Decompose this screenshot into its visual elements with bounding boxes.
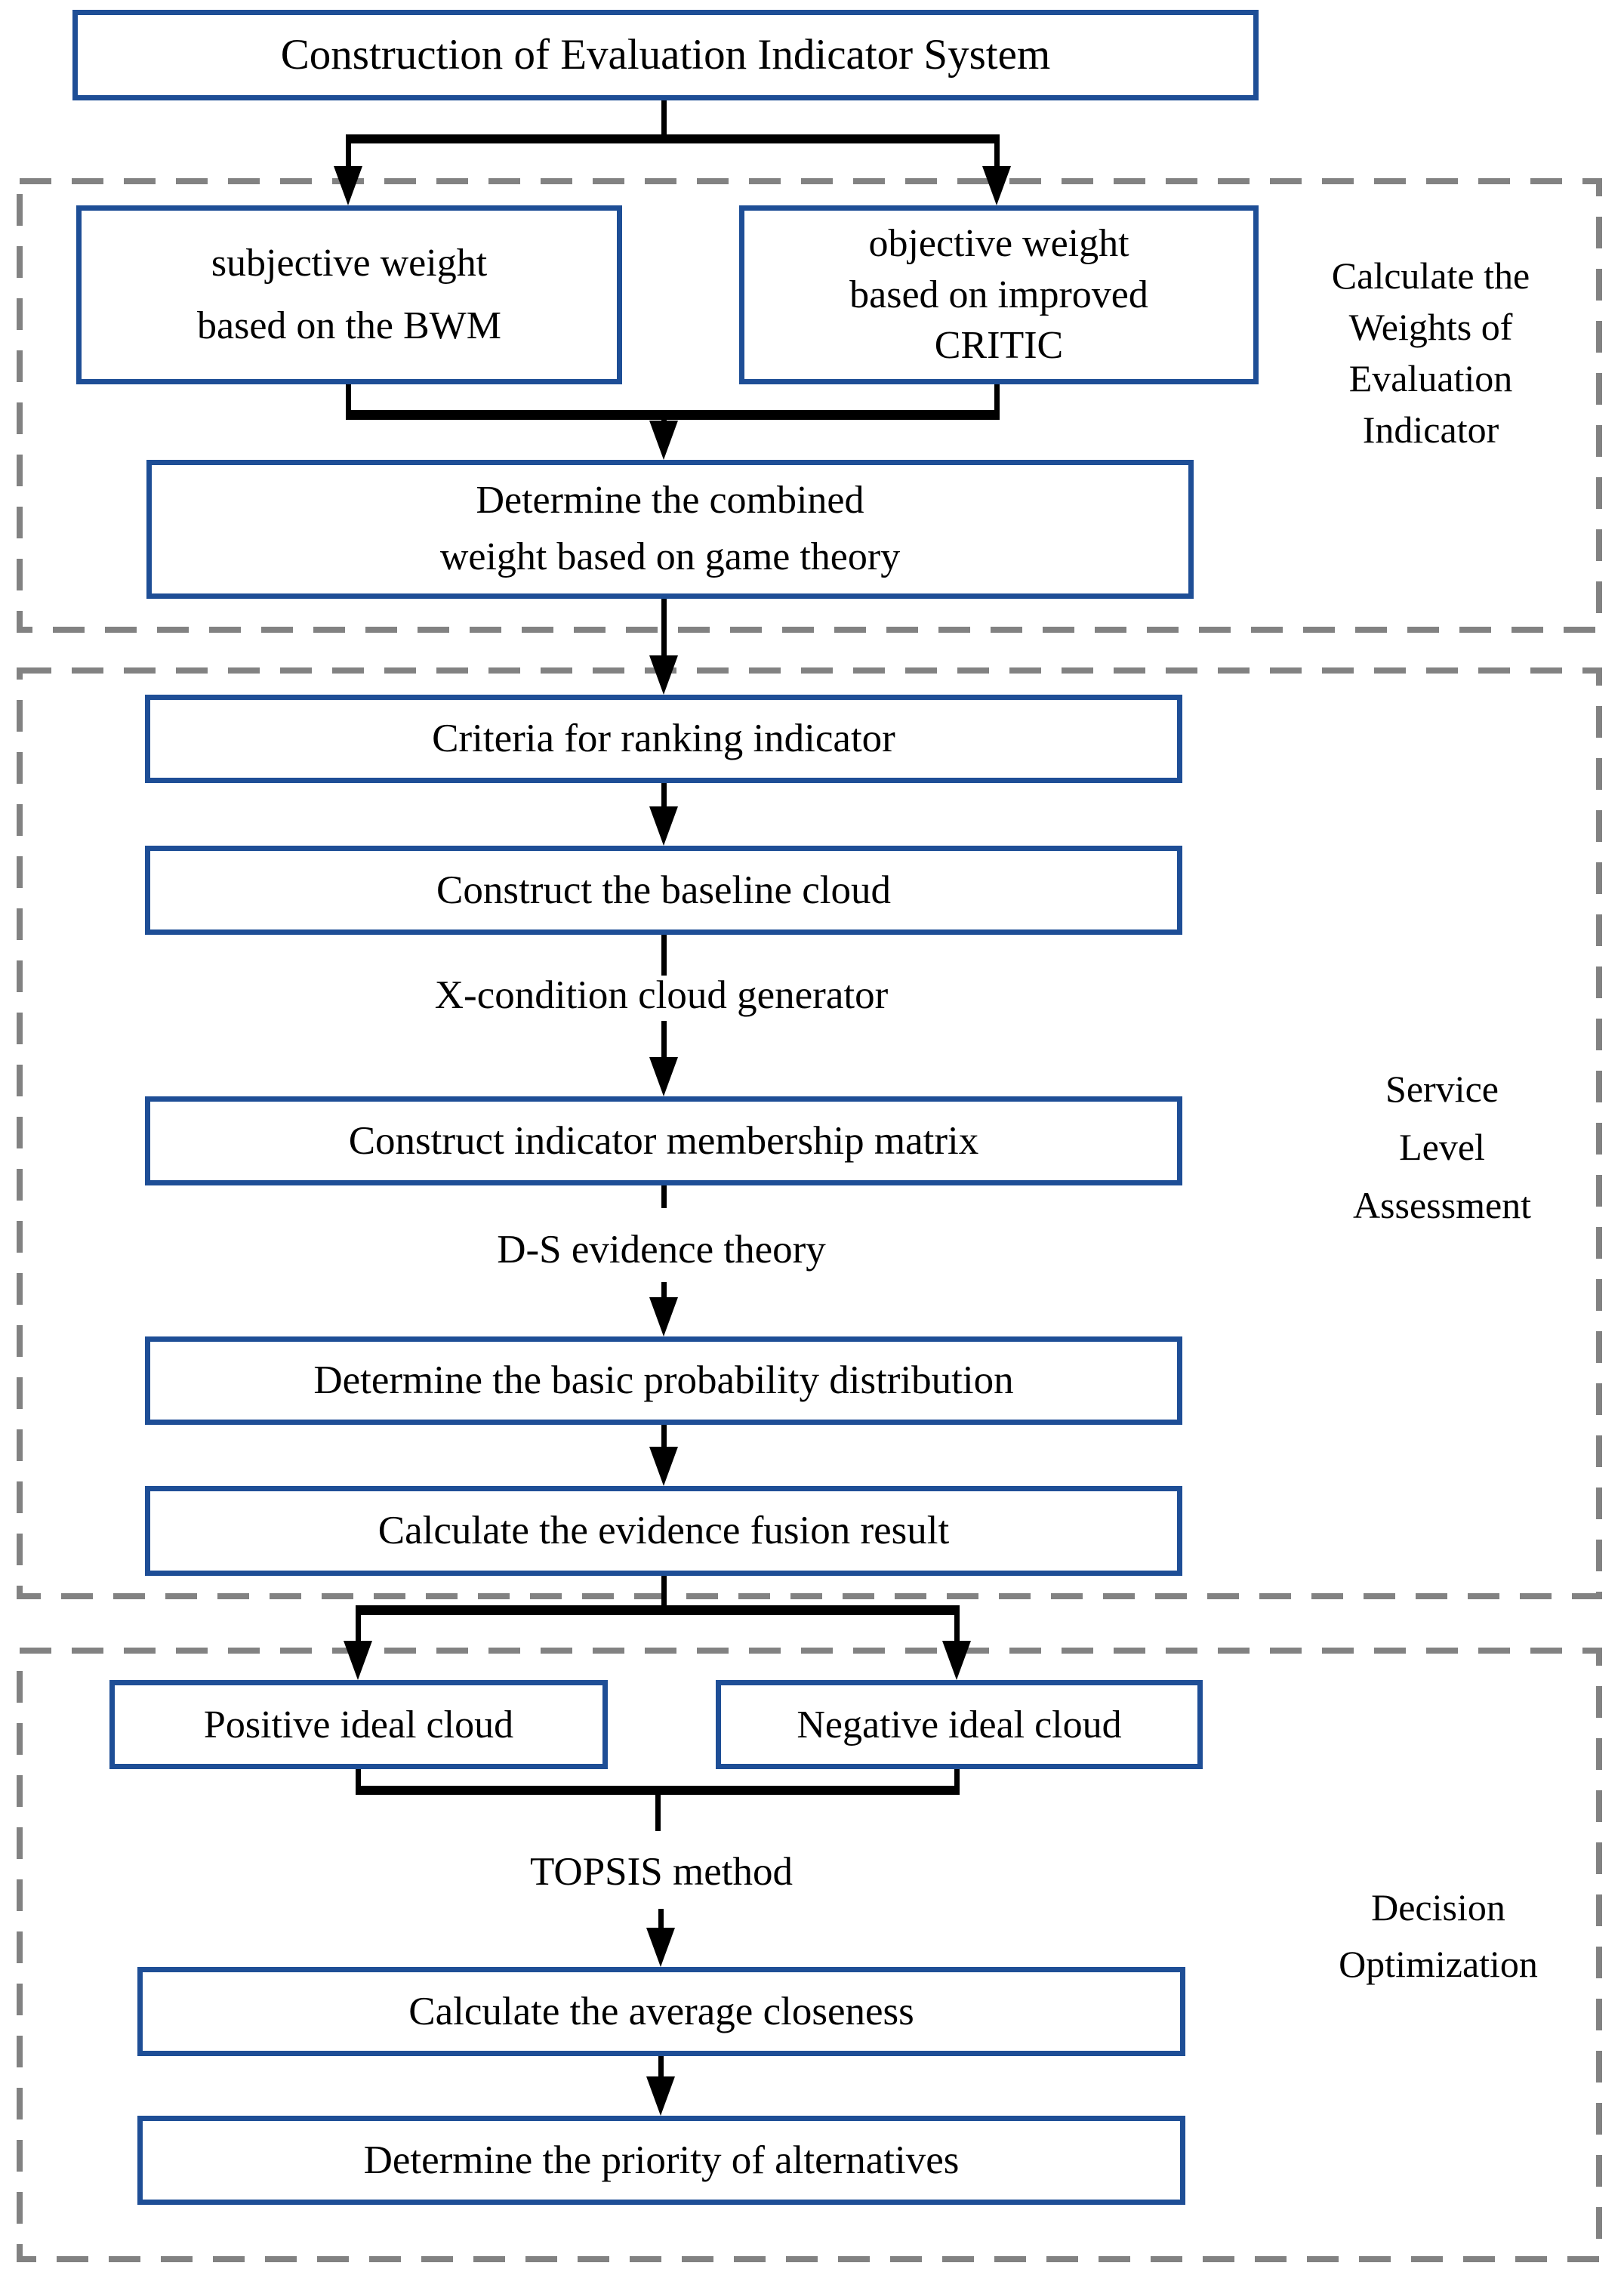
positive-out-stem [356,1769,361,1790]
construction-box-label: Construction of Evaluation Indicator Sys… [280,31,1051,79]
combined-weight-box: Determine the combined weight based on g… [146,460,1194,599]
arrow-to-probability-shaft [661,1282,667,1300]
objective-out-stem [994,384,1000,415]
section3-label-line-1: Decision [1371,1886,1505,1928]
construction-box: Construction of Evaluation Indicator Sys… [72,10,1259,100]
baseline-cloud-box: Construct the baseline cloud [145,846,1182,935]
negative-ideal-cloud-box: Negative ideal cloud [716,1680,1203,1769]
arrow-to-objective-head [982,166,1011,205]
section1-label-line-1: Calculate the [1331,254,1530,297]
arrow-to-closeness-shaft [658,1909,664,1931]
fusion-out-stem [661,1576,667,1610]
arrow-to-priority-shaft [658,2056,664,2079]
arrow-to-fusion-head [649,1447,678,1486]
arrow-to-baseline-shaft [661,783,667,812]
combined-line-2: weight based on game theory [439,535,901,578]
closeness-box-label: Calculate the average closeness [408,1989,914,2033]
arrow-to-priority-head [646,2076,675,2116]
section2-dashed-frame [17,667,1602,1599]
probability-distribution-box: Determine the basic probability distribu… [145,1336,1182,1425]
section3-dashed-frame [17,1648,1602,2262]
membership-box-label: Construct indicator membership matrix [348,1118,979,1163]
connector-top-stem [661,100,667,138]
membership-out-stub [661,1185,667,1208]
average-closeness-box: Calculate the average closeness [137,1967,1185,2056]
ds-evidence-label: D-S evidence theory [284,1227,1039,1272]
arrow-to-criteria-head [649,655,678,695]
objective-weight-box: objective weight based on improved CRITI… [739,205,1259,384]
subjective-out-stem [346,384,351,415]
section2-label-line-3: Assessment [1352,1184,1532,1226]
objective-line-3: CRITIC [934,324,1064,368]
subjective-line-1: subjective weight [211,242,488,285]
topsis-in-stem [655,1795,661,1831]
membership-matrix-box: Construct indicator membership matrix [145,1096,1182,1185]
probability-box-label: Determine the basic probability distribu… [313,1358,1014,1403]
arrow-to-subjective-head [334,166,362,205]
topsis-label-text: TOPSIS method [530,1850,793,1894]
baseline-out-stub [661,935,667,976]
negative-box-label: Negative ideal cloud [797,1703,1122,1746]
arrow-to-probability-head [649,1297,678,1336]
arrow-to-positive-head [344,1641,372,1680]
arrow-to-positive-shaft [356,1615,361,1645]
xcondition-label: X-condition cloud generator [284,973,1039,1018]
negative-out-stem [954,1769,960,1790]
section3-label-line-2: Optimization [1339,1943,1538,1985]
arrow-to-objective-shaft [994,143,1000,169]
section1-label: Calculate the Weights of Evaluation Indi… [1268,250,1593,455]
section1-label-line-2: Weights of [1348,306,1513,348]
connector-top-bar [346,134,1000,143]
objective-line-2: based on improved [849,273,1148,316]
arrow-to-combined-head [649,421,678,460]
baseline-box-label: Construct the baseline cloud [436,868,891,912]
section1-label-line-4: Indicator [1362,408,1499,451]
arrow-to-negative-shaft [954,1615,960,1645]
section1-label-line-3: Evaluation [1348,357,1513,399]
objective-line-1: objective weight [868,222,1129,266]
arrow-to-closeness-head [646,1928,675,1967]
merge-bar [346,410,1000,420]
arrow-to-baseline-head [649,806,678,846]
priority-box-label: Determine the priority of alternatives [363,2138,960,2182]
criteria-box: Criteria for ranking indicator [145,695,1182,783]
join-bar [356,1786,960,1795]
arrow-to-fusion-shaft [661,1425,667,1450]
evidence-fusion-box: Calculate the evidence fusion result [145,1486,1182,1576]
split-bar [356,1605,960,1615]
fusion-box-label: Calculate the evidence fusion result [377,1509,950,1553]
priority-alternatives-box: Determine the priority of alternatives [137,2116,1185,2205]
section1-dashed-frame [17,178,1602,633]
section2-label-line-2: Level [1399,1126,1485,1168]
section3-label: Decision Optimization [1257,1879,1619,1993]
section2-label-line-1: Service [1385,1068,1499,1110]
arrow-to-criteria-shaft [661,599,667,661]
arrow-to-subjective-shaft [346,143,351,169]
xcondition-label-text: X-condition cloud generator [434,973,889,1017]
positive-ideal-cloud-box: Positive ideal cloud [109,1680,608,1769]
section2-label: Service Level Assessment [1276,1060,1608,1235]
positive-box-label: Positive ideal cloud [203,1703,514,1746]
subjective-line-2: based on the BWM [197,304,501,347]
criteria-box-label: Criteria for ranking indicator [432,717,895,761]
topsis-label: TOPSIS method [284,1849,1039,1894]
ds-evidence-label-text: D-S evidence theory [497,1228,826,1272]
arrow-to-membership-shaft [661,1021,667,1061]
arrow-to-membership-head [649,1057,678,1096]
combined-line-1: Determine the combined [476,479,864,523]
arrow-to-negative-head [942,1641,971,1680]
subjective-weight-box: subjective weight based on the BWM [76,205,622,384]
